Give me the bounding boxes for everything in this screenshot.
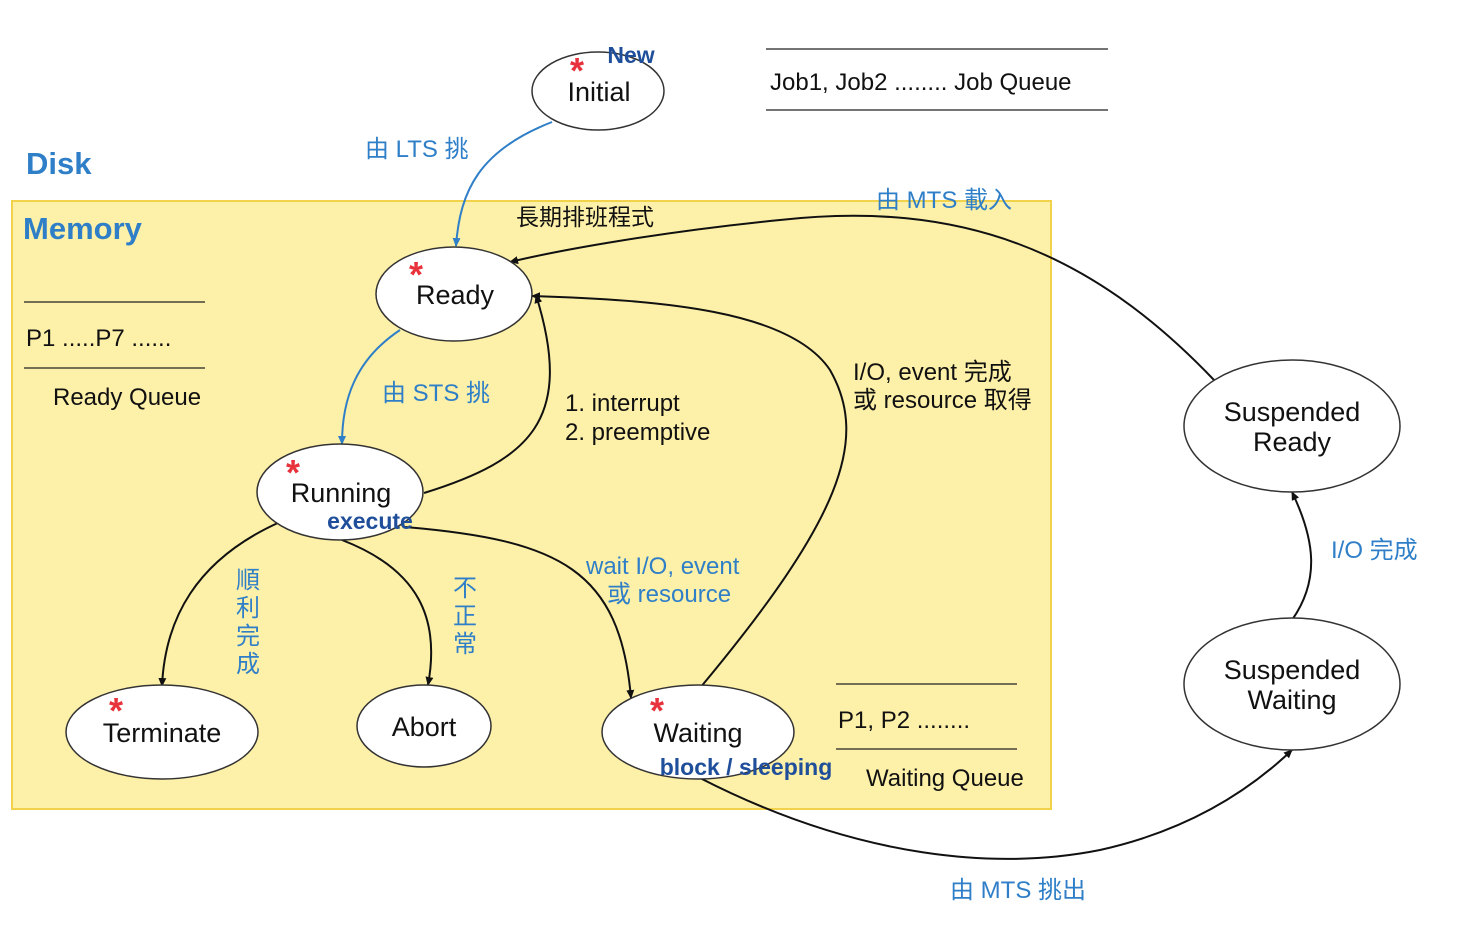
label-interrupt: 1. interrupt — [565, 390, 680, 417]
label-mts-swap-out: 由 MTS 挑出 — [950, 877, 1086, 904]
suspended-ready-line1: Suspended — [1224, 397, 1361, 427]
node-suspended-ready[interactable]: Suspended Ready — [1183, 359, 1401, 493]
label-smooth-done: 順 利 完 成 — [236, 567, 260, 678]
label-mts-load: 由 MTS 載入 — [876, 187, 1012, 214]
node-ready[interactable]: Ready * — [375, 246, 533, 342]
label-smooth-done-char: 完 — [236, 623, 260, 650]
label-io-done-2: 或 resource 取得 — [853, 387, 1032, 414]
label-sts: 由 STS 挑 — [382, 380, 490, 407]
node-abort[interactable]: Abort — [356, 684, 492, 768]
memory-label: Memory — [23, 211, 143, 246]
node-suspended-waiting[interactable]: Suspended Waiting — [1183, 617, 1401, 751]
edge-running-to-waiting — [404, 526, 635, 699]
ready-queue-label: Ready Queue — [53, 384, 201, 411]
label-long-term-scheduler: 長期排班程式 — [516, 204, 654, 230]
edge-running-to-terminate — [158, 521, 281, 687]
initial-star-icon: * — [570, 50, 584, 91]
waiting-queue-items: P1, P2 ........ — [838, 707, 970, 734]
waiting-star-icon: * — [650, 690, 664, 731]
label-io-complete: I/O 完成 — [1331, 537, 1418, 564]
ready-label: Ready — [416, 280, 495, 310]
label-io-done-1: I/O, event 完成 — [853, 359, 1012, 386]
ready-star-icon: * — [409, 254, 423, 295]
label-wait-2: 或 resource — [607, 581, 731, 608]
suspended-waiting-line2: Waiting — [1247, 685, 1336, 715]
waiting-queue-label: Waiting Queue — [866, 765, 1024, 792]
edge-initial-to-ready — [452, 121, 553, 247]
edge-running-to-abort — [341, 539, 434, 686]
suspended-ready-line2: Ready — [1253, 427, 1332, 457]
terminate-star-icon: * — [109, 690, 123, 731]
edge-suspended-ready-to-ready — [509, 214, 1215, 381]
label-smooth-done-char: 利 — [236, 595, 260, 622]
waiting-sublabel: block / sleeping — [660, 754, 833, 780]
label-lts: 由 LTS 挑 — [365, 136, 469, 163]
node-running[interactable]: Running execute * — [256, 443, 424, 541]
disk-label: Disk — [26, 146, 92, 181]
edge-waiting-to-suspended-waiting — [699, 749, 1293, 860]
edge-ready-to-running — [338, 329, 401, 445]
label-abnormal-char: 正 — [453, 603, 477, 630]
node-initial[interactable]: Initial New * — [531, 42, 665, 131]
abort-label: Abort — [392, 712, 457, 742]
label-preemptive: 2. preemptive — [565, 419, 710, 446]
label-abnormal-char: 常 — [453, 631, 477, 658]
running-label: Running — [291, 478, 392, 508]
running-sublabel: execute — [327, 508, 413, 534]
suspended-waiting-line1: Suspended — [1224, 655, 1361, 685]
waiting-label: Waiting — [653, 718, 742, 748]
terminate-label: Terminate — [103, 718, 222, 748]
label-wait-1: wait I/O, event — [585, 553, 740, 580]
edge-waiting-to-ready — [531, 292, 848, 689]
node-waiting[interactable]: Waiting block / sleeping * — [601, 684, 833, 780]
edge-suspended-waiting-to-suspended-ready — [1291, 491, 1313, 621]
initial-sublabel: New — [607, 42, 654, 68]
initial-label: Initial — [567, 77, 630, 107]
edge-running-to-ready-interrupt — [423, 294, 551, 494]
node-terminate[interactable]: Terminate * — [65, 684, 259, 780]
label-abnormal: 不 正 常 — [453, 575, 477, 658]
label-smooth-done-char: 成 — [236, 651, 260, 678]
running-star-icon: * — [286, 452, 300, 493]
label-abnormal-char: 不 — [453, 575, 477, 602]
ready-queue-items: P1 .....P7 ...... — [26, 325, 171, 352]
job-queue-text: Job1, Job2 ........ Job Queue — [770, 69, 1072, 96]
label-smooth-done-char: 順 — [236, 567, 260, 594]
